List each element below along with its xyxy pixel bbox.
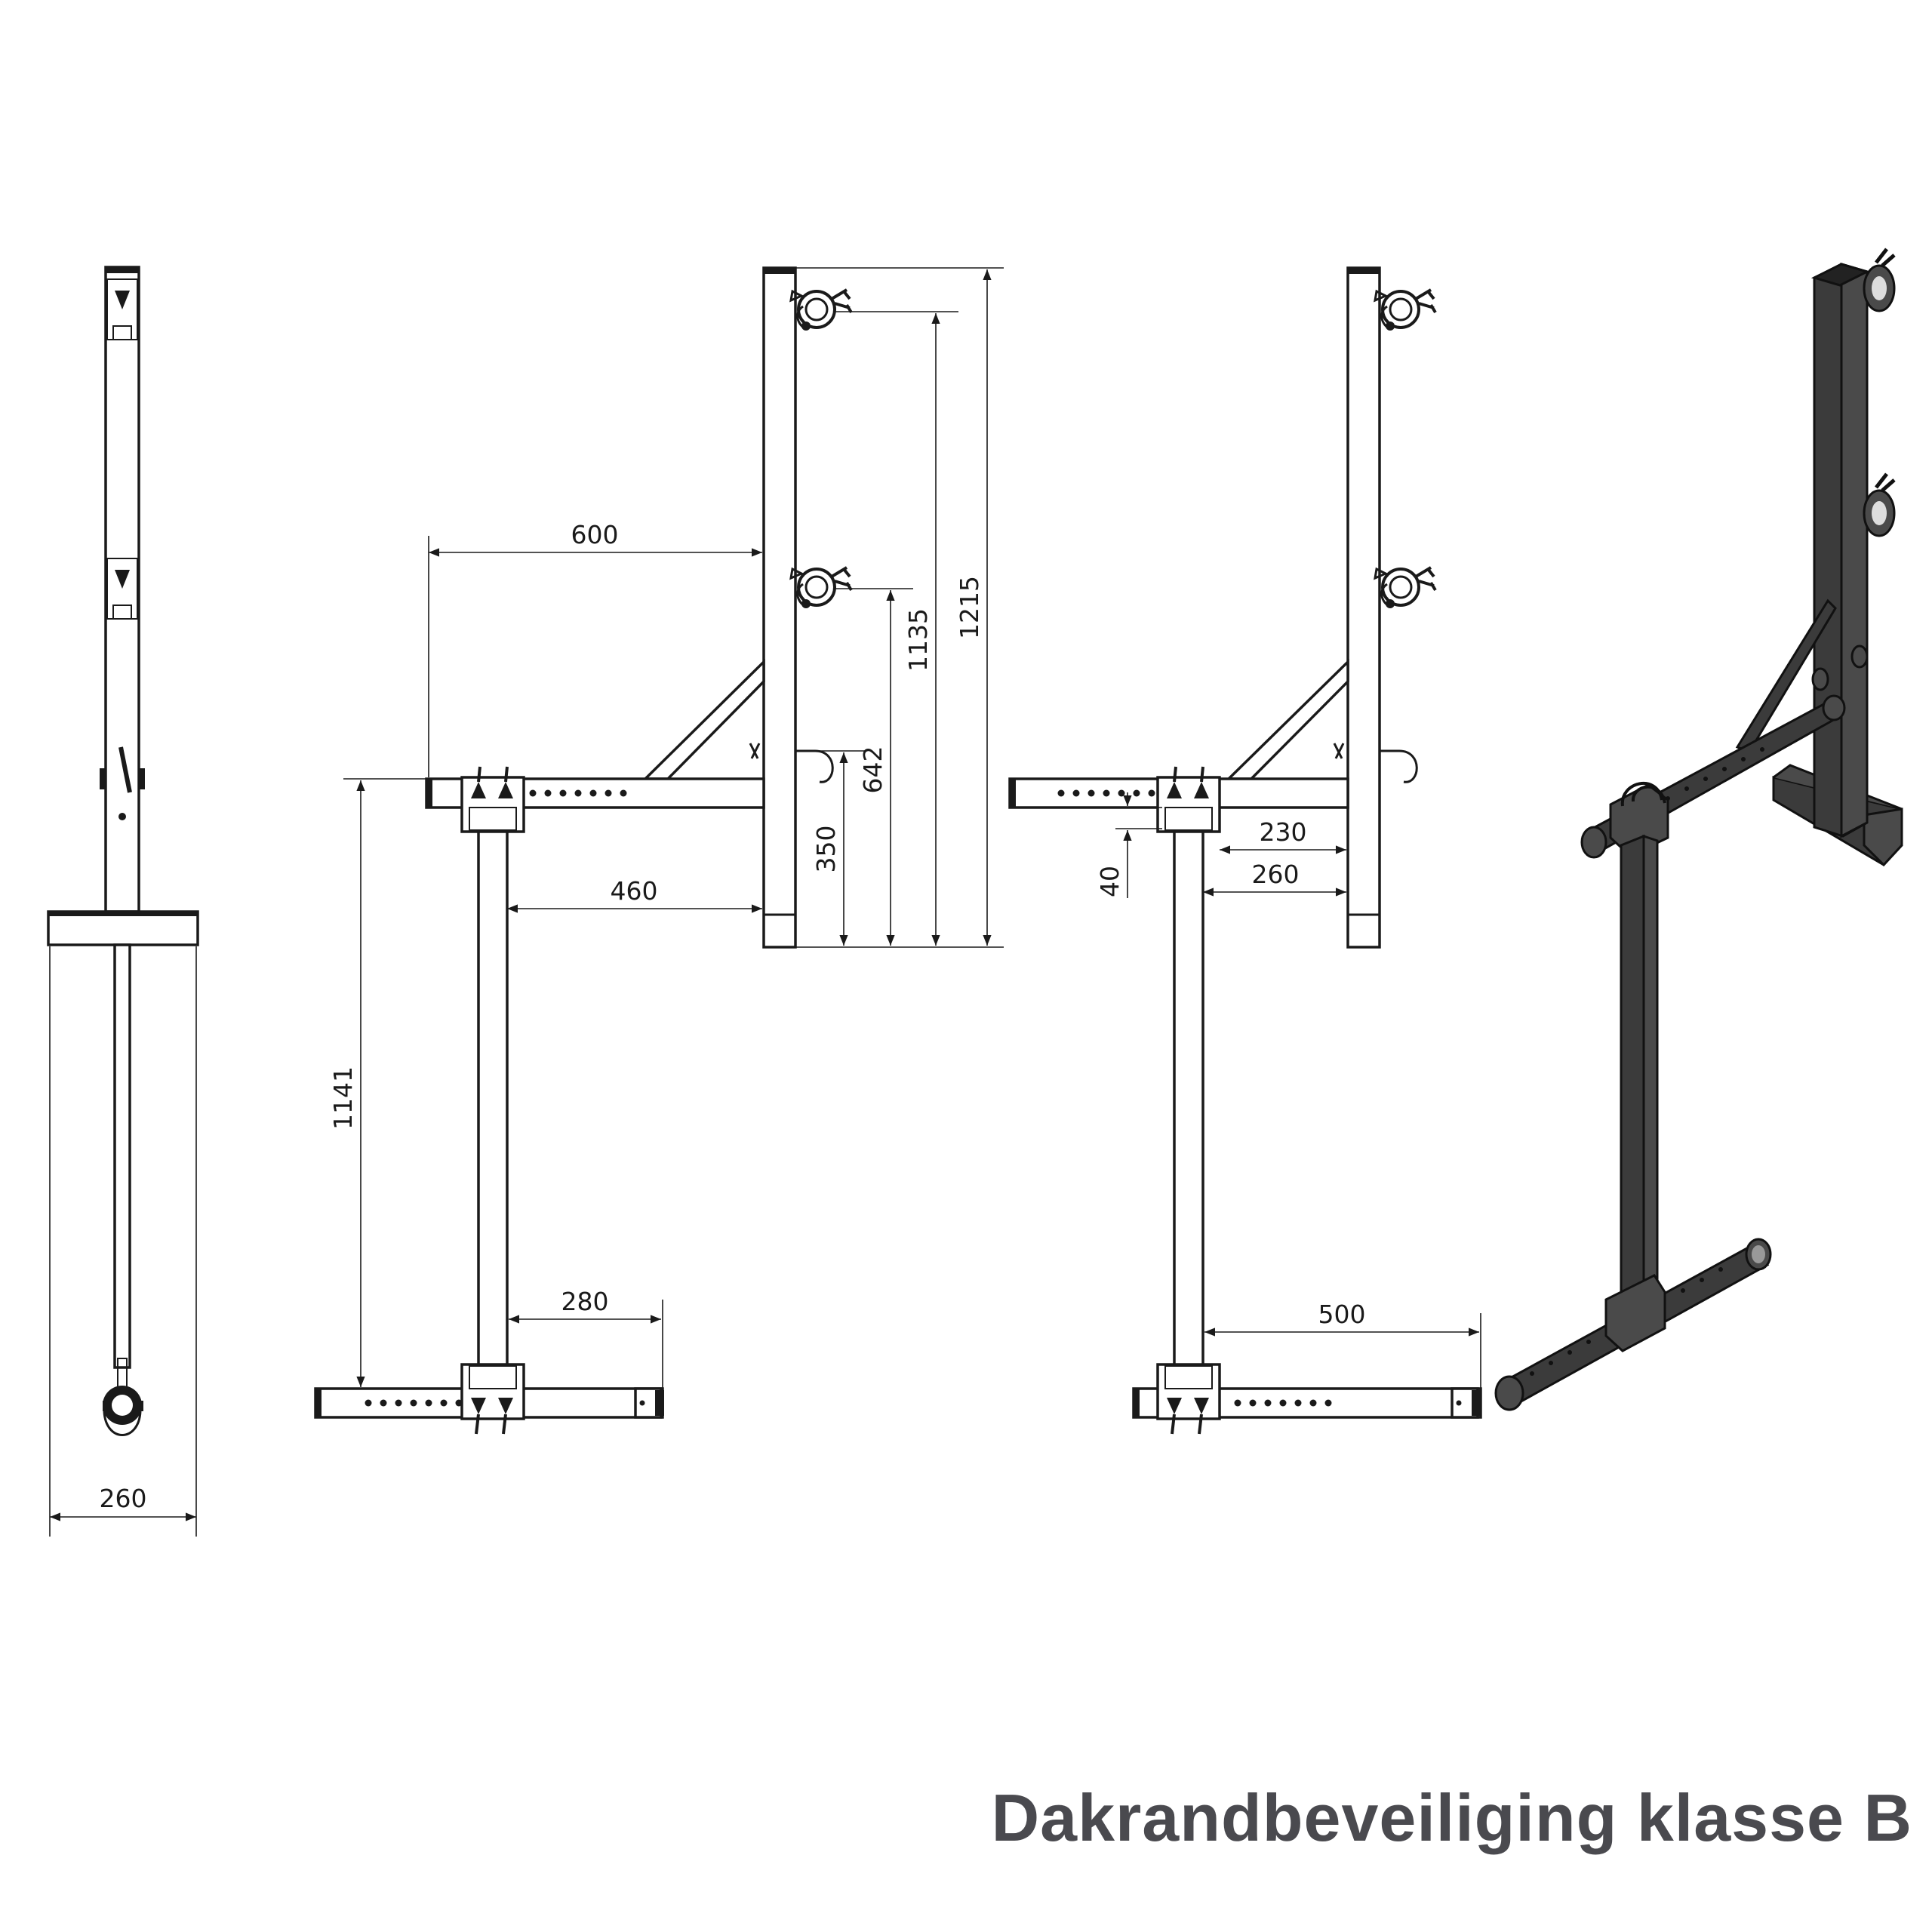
render-3d <box>1494 248 1903 1411</box>
dim-total-height: 1215 <box>955 576 984 639</box>
dim-upper-clamp-height: 1135 <box>903 608 933 672</box>
dim-offset-230: 230 <box>1260 817 1307 847</box>
side-view: 260 <box>47 266 199 1537</box>
dim-foot-offset: 280 <box>561 1287 609 1316</box>
dim-side-width: 260 <box>100 1484 147 1513</box>
dim-offset-260: 260 <box>1252 860 1300 889</box>
dim-lower-clamp-height: 642 <box>858 746 888 794</box>
dim-arm-offset: 460 <box>611 876 658 906</box>
dim-foot-length: 500 <box>1318 1300 1366 1329</box>
front-view: 600 460 1141 280 350 642 1135 1215 <box>314 266 1004 1435</box>
dim-arm-length: 600 <box>571 520 619 549</box>
front-view-retracted: 40 230 260 500 <box>1008 266 1482 1435</box>
dim-base-length: 1141 <box>328 1066 358 1130</box>
dim-arm-height: 350 <box>811 826 841 873</box>
caption-title: Dakrandbeveiliging klasse B <box>991 1780 1912 1855</box>
dim-offset-40: 40 <box>1095 866 1124 897</box>
